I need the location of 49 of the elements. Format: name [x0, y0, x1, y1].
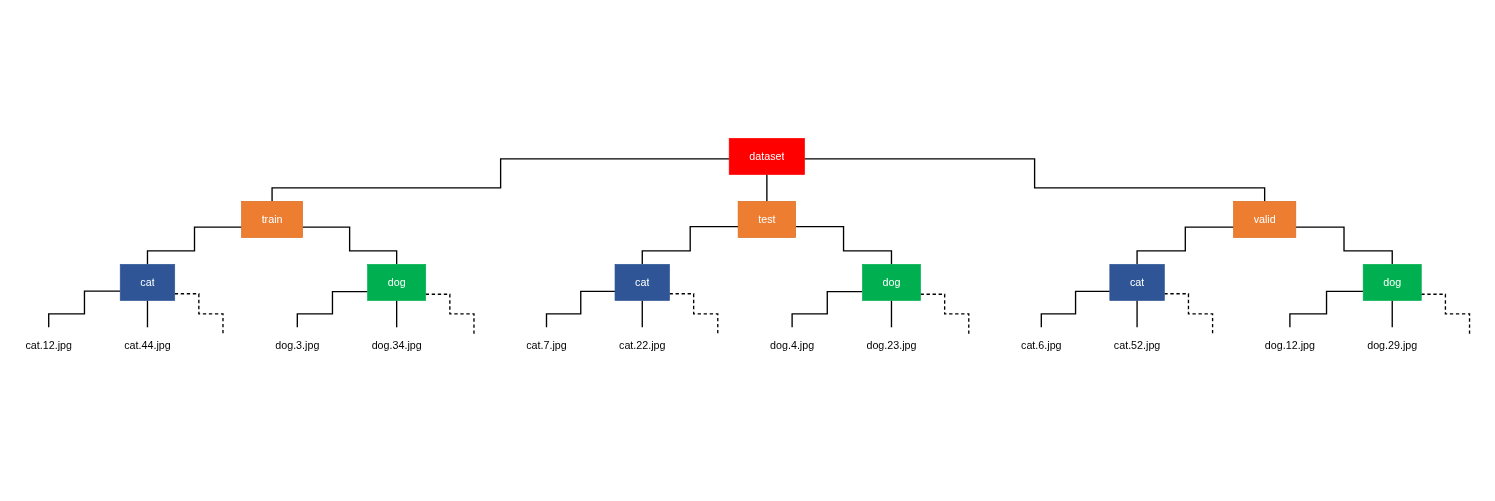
connector	[425, 293, 475, 336]
node-box: dataset	[728, 137, 805, 175]
connector	[396, 299, 398, 328]
connector	[1040, 290, 1111, 328]
node-box: valid	[1233, 200, 1297, 238]
connector	[271, 157, 730, 202]
connector	[1136, 226, 1235, 265]
connector	[146, 299, 149, 328]
connector	[545, 290, 616, 328]
node-text: dog.29.jpg	[1367, 338, 1418, 351]
node-box: train	[241, 200, 303, 238]
connector	[1136, 299, 1138, 328]
node-box: test	[737, 200, 796, 238]
node-text: cat.6.jpg	[1021, 338, 1062, 351]
node-text: dog.23.jpg	[866, 338, 917, 351]
connector	[1391, 299, 1393, 328]
connector	[174, 292, 224, 336]
connector	[766, 173, 768, 202]
connector	[48, 290, 121, 328]
node-text: cat.44.jpg	[124, 338, 171, 351]
node-text: cat.22.jpg	[619, 338, 666, 351]
node-box: dog	[1362, 263, 1422, 301]
node-text: cat.52.jpg	[1113, 338, 1161, 351]
node-box: cat	[119, 263, 176, 301]
node-box: cat	[614, 263, 670, 301]
connector	[919, 293, 970, 336]
node-text: dog.3.jpg	[275, 338, 320, 351]
connector	[794, 225, 893, 265]
connector	[1289, 290, 1364, 328]
node-box: dog	[367, 263, 427, 301]
connector	[641, 225, 739, 265]
node-box: cat	[1109, 263, 1165, 301]
connector	[296, 290, 369, 328]
node-text: cat.12.jpg	[25, 338, 72, 351]
connector	[668, 292, 719, 336]
node-box: dog	[862, 263, 921, 301]
connector	[641, 299, 643, 328]
node-text: dog.34.jpg	[371, 338, 422, 351]
connector	[1420, 293, 1471, 336]
connector	[803, 157, 1266, 202]
node-text: cat.7.jpg	[526, 338, 567, 351]
node-text: dog.4.jpg	[770, 338, 815, 351]
connector	[791, 290, 864, 328]
connector	[890, 299, 893, 328]
node-text: dog.12.jpg	[1264, 338, 1315, 351]
connector	[1163, 292, 1214, 336]
connector	[146, 226, 243, 265]
connector	[1295, 226, 1393, 265]
connector	[301, 226, 398, 265]
